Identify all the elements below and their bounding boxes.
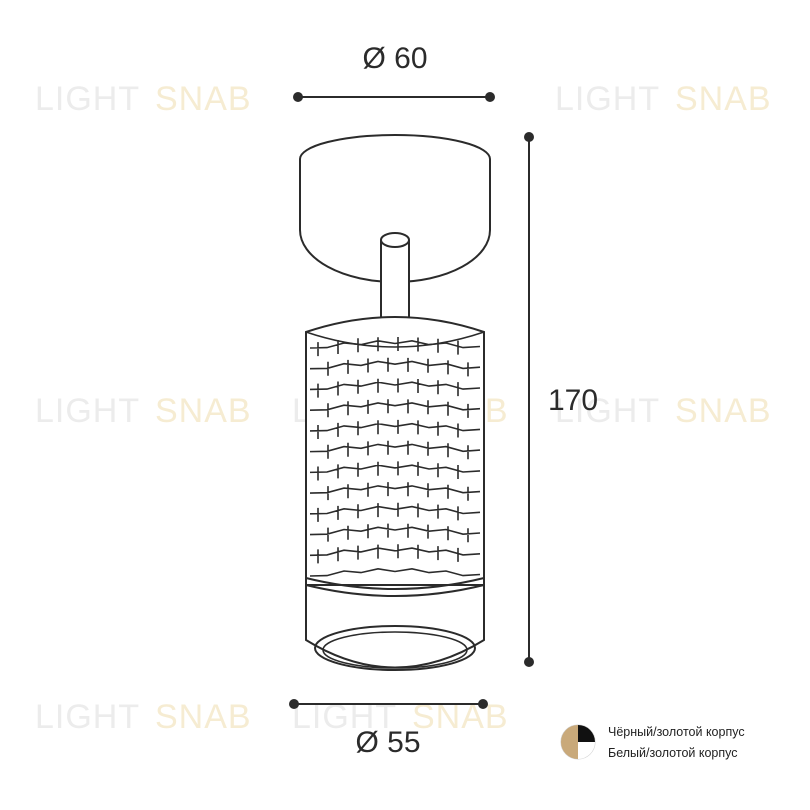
lamp-outline [299,134,491,671]
svg-text:LIGHT: LIGHT [35,80,140,118]
svg-text:LIGHT: LIGHT [555,392,660,430]
svg-text:SNAB: SNAB [675,80,772,118]
bottom-ring [305,585,485,671]
watermark: LIGHT SNAB [35,698,252,736]
bottom-diameter-dimension: Ø 55 [289,699,488,759]
color-swatch-icon [560,724,596,760]
svg-text:LIGHT: LIGHT [35,392,140,430]
svg-text:LIGHT: LIGHT [555,80,660,118]
ceiling-base [299,134,491,283]
svg-text:SNAB: SNAB [155,698,252,736]
svg-text:SNAB: SNAB [155,80,252,118]
bottom-diameter-label: Ø 55 [355,726,420,759]
cylinder-body [305,316,485,597]
legend-item-white-gold: Белый/золотой корпус [608,746,738,760]
watermark: LIGHT SNAB [555,80,772,118]
height-label: 170 [548,384,598,417]
top-diameter-dimension: Ø 60 [293,42,495,102]
svg-text:SNAB: SNAB [155,392,252,430]
color-legend: Чёрный/золотой корпус Белый/золотой корп… [560,722,745,764]
connecting-rod [380,232,410,319]
svg-text:SNAB: SNAB [675,392,772,430]
watermark: LIGHT SNAB [35,392,252,430]
legend-item-black-gold: Чёрный/золотой корпус [608,725,745,739]
height-dimension: 170 [524,132,598,667]
watermark: LIGHT SNAB [35,80,252,118]
watermark: LIGHT SNAB [555,392,772,430]
top-diameter-label: Ø 60 [362,42,427,75]
svg-text:LIGHT: LIGHT [35,698,140,736]
mesh-pattern [309,337,481,577]
